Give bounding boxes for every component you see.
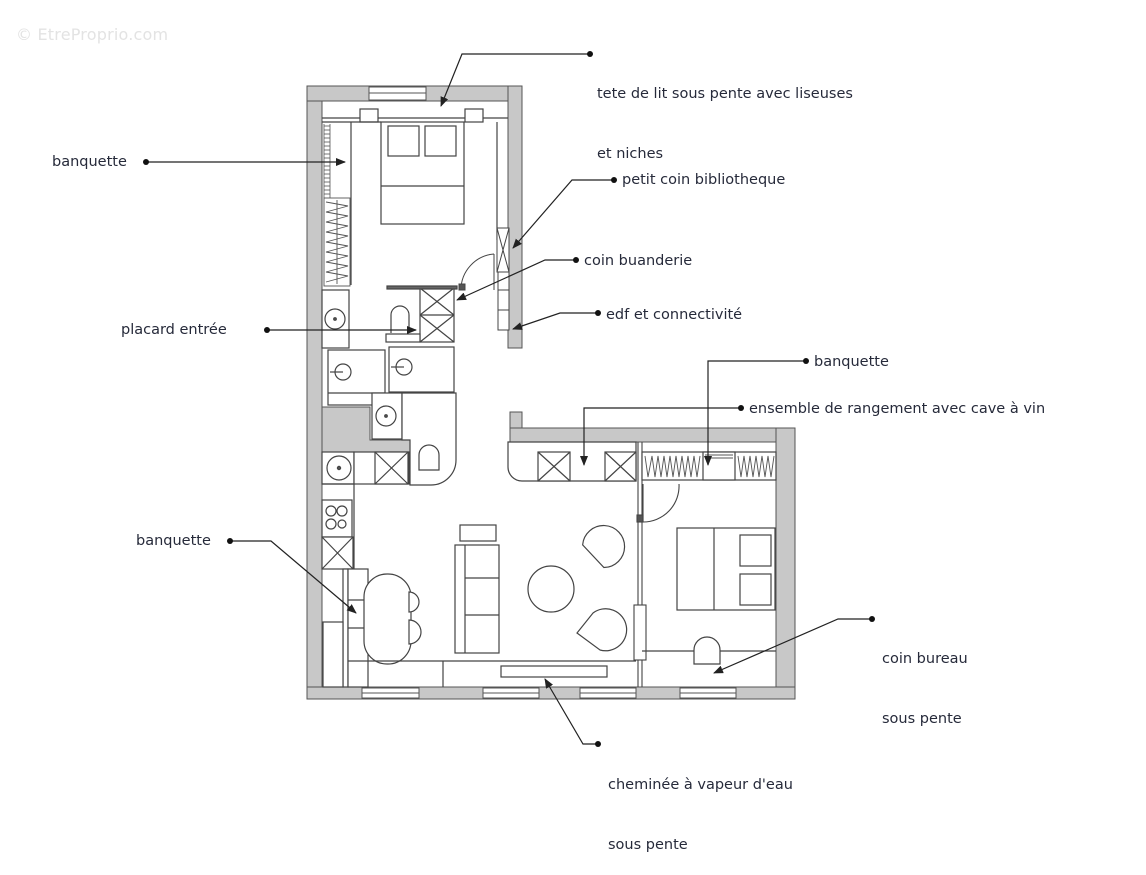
leader-lines [143,51,875,747]
wardrobe-1 [323,197,351,287]
label-tete-de-lit: tete de lit sous pente avec liseuses et … [597,44,853,184]
label-line: sous pente [882,711,962,727]
partition [633,442,680,687]
label-line: cheminée à vapeur d'eau [608,777,793,793]
bookshelf [496,227,510,331]
label-line: sous pente [608,837,688,853]
label-placard-entree: placard entrée [121,322,227,338]
niche-left [359,108,379,123]
living [454,524,628,678]
banquette-ladder [323,124,331,198]
label-line: et niches [597,146,664,162]
entrance-bath [321,285,458,486]
wall-right-upper [507,85,523,349]
label-edf-connectivite: edf et connectivité [606,307,743,323]
label-banquette-sejour: banquette [136,533,211,549]
walls [306,85,796,700]
kitchen [321,451,410,570]
label-banquette-chambre1: banquette [52,154,127,170]
coffee-table [527,565,575,613]
wc-2 [418,444,440,471]
label-coin-bureau: coin bureau sous pente [882,609,968,749]
label-line: coin bureau [882,651,968,667]
dining [322,568,636,688]
niche-right [464,108,484,123]
dining-table [363,573,412,665]
wall-top-right [509,427,796,443]
wall-right-lower [775,427,796,700]
window-top [368,86,427,101]
armchair-1 [582,524,626,569]
pillow-4 [739,573,772,606]
fireplace [500,665,608,678]
desk-chair [693,636,721,665]
stool-1 [408,591,420,613]
label-coin-buanderie: coin buanderie [584,253,693,269]
label-cheminee: cheminée à vapeur d'eau sous pente [608,735,793,875]
armchair-2 [576,608,628,652]
storage-unit [507,441,637,482]
floor-plan [143,51,875,747]
door-bedroom-1 [458,253,495,291]
bedroom-2 [641,451,777,665]
label-ensemble-rangement: ensemble de rangement avec cave à vin [749,401,1046,417]
stool-2 [408,619,422,645]
cooktop [321,499,353,538]
pillow-3 [739,534,772,567]
label-petit-coin-bibliotheque: petit coin bibliotheque [622,172,786,188]
ottoman [459,524,497,542]
pillow-2 [424,125,457,157]
watermark: © EtreProprio.com [16,25,169,44]
wc-1 [390,305,410,333]
sofa [454,544,500,654]
bed-1 [380,121,465,225]
label-banquette-chambre2: banquette [814,354,889,370]
pillow-1 [387,125,420,157]
bedroom-1 [322,108,508,285]
label-line: tete de lit sous pente avec liseuses [597,86,853,102]
windows-bottom [361,687,737,699]
wall-left [306,85,323,700]
